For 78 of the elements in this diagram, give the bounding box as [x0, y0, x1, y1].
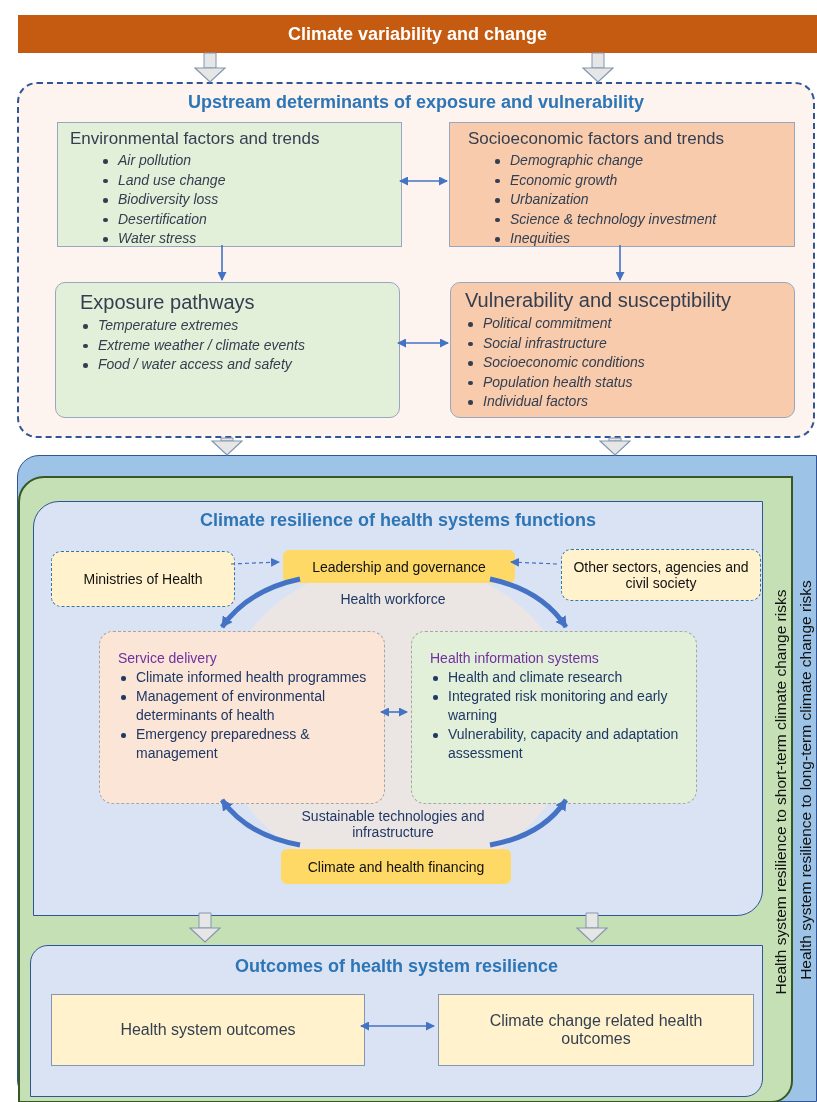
list-item: Inequities — [510, 230, 570, 246]
factor-box — [411, 631, 697, 804]
box-heading: Socioeconomic factors and trends — [467, 129, 726, 149]
box-label: Other sectors, agencies and civil society — [572, 559, 750, 591]
block-arrow — [582, 52, 614, 83]
list-item: Emergency preparedness & management — [136, 726, 310, 761]
process-box — [51, 551, 235, 607]
process-box — [283, 550, 515, 583]
panel-title: Climate resilience of health systems functions — [198, 510, 598, 531]
factor-box — [55, 282, 400, 418]
list-item: Political commitment — [483, 315, 612, 331]
arrow — [360, 1021, 435, 1031]
box-heading: Environmental factors and trends — [70, 129, 321, 149]
factor-box — [99, 631, 385, 804]
arrow — [380, 707, 408, 717]
box-label: Ministries of Health — [83, 571, 203, 587]
section-panel — [33, 501, 763, 916]
section-panel — [30, 945, 763, 1097]
factor-box — [57, 122, 402, 247]
process-box — [561, 549, 761, 601]
section-panel — [17, 82, 815, 438]
box-heading: Service delivery — [118, 650, 218, 666]
list-item: Food / water access and safety — [98, 356, 292, 372]
list-item: Social infrastructure — [483, 334, 607, 351]
list-item: Science & technology investment — [510, 210, 717, 227]
list-item: Health and climate research — [448, 669, 623, 685]
title-banner — [18, 15, 817, 53]
arrow — [220, 576, 301, 629]
cycle-label: Sustainable technologies and infrastructure — [300, 808, 486, 840]
factor-box — [449, 122, 795, 247]
box-heading: Exposure pathways — [80, 291, 256, 314]
list-item: Integrated risk monitoring and early warning — [448, 688, 668, 723]
arrow — [217, 244, 227, 281]
list-item: Vulnerability, capacity and adaptation assessment — [448, 726, 679, 761]
list-item: Desertification — [118, 210, 207, 227]
process-box — [281, 849, 511, 884]
arrow — [489, 576, 569, 629]
list-item: Urbanization — [510, 191, 589, 207]
arrow — [397, 338, 449, 348]
arrow — [615, 244, 625, 281]
box-heading: Health information systems — [430, 650, 600, 666]
panel-title: Outcomes of health system resilience — [233, 956, 560, 977]
arrow — [489, 798, 569, 848]
vertical-label: Health system resilience to short-term climate change risks — [770, 588, 790, 996]
list-item: Economic growth — [510, 171, 618, 188]
process-box — [51, 994, 365, 1066]
list-item: Population health status — [483, 373, 633, 390]
list-item: Extreme weather / climate events — [98, 336, 305, 353]
list-item: Individual factors — [483, 393, 589, 409]
arrow — [399, 176, 448, 186]
factor-box — [450, 282, 795, 418]
block-arrow — [194, 52, 226, 83]
list-item: Socioeconomic conditions — [483, 354, 645, 370]
arrow — [230, 557, 280, 567]
list-item: Air pollution — [118, 152, 192, 168]
arrow — [510, 557, 558, 567]
block-arrow — [189, 912, 221, 943]
process-box — [438, 994, 754, 1066]
list-item: Water stress — [118, 230, 197, 246]
cycle-label: Health workforce — [339, 591, 447, 607]
block-arrow — [599, 437, 631, 456]
list-item: Management of environmental determinants of health — [136, 688, 326, 723]
panel-title: Upstream determinants of exposure and vulnerability — [186, 92, 646, 113]
box-label: Climate and health financing — [307, 858, 485, 875]
arrow — [220, 798, 301, 848]
list-item: Land use change — [118, 171, 226, 188]
box-label: Climate change related health outcomes — [488, 1012, 704, 1048]
block-arrow — [211, 437, 243, 456]
box-label: Climate variability and change — [287, 23, 548, 45]
list-item: Climate informed health programmes — [136, 669, 367, 685]
box-label: Health system outcomes — [120, 1021, 296, 1039]
vertical-label: Health system resilience to long-term climate change risks — [795, 578, 815, 982]
list-item: Biodiversity loss — [118, 191, 219, 207]
box-heading: Vulnerability and susceptibility — [465, 289, 733, 312]
list-item: Demographic change — [510, 152, 644, 168]
list-item: Temperature extremes — [98, 317, 239, 333]
block-arrow — [576, 912, 608, 943]
box-label: Leadership and governance — [312, 558, 486, 575]
